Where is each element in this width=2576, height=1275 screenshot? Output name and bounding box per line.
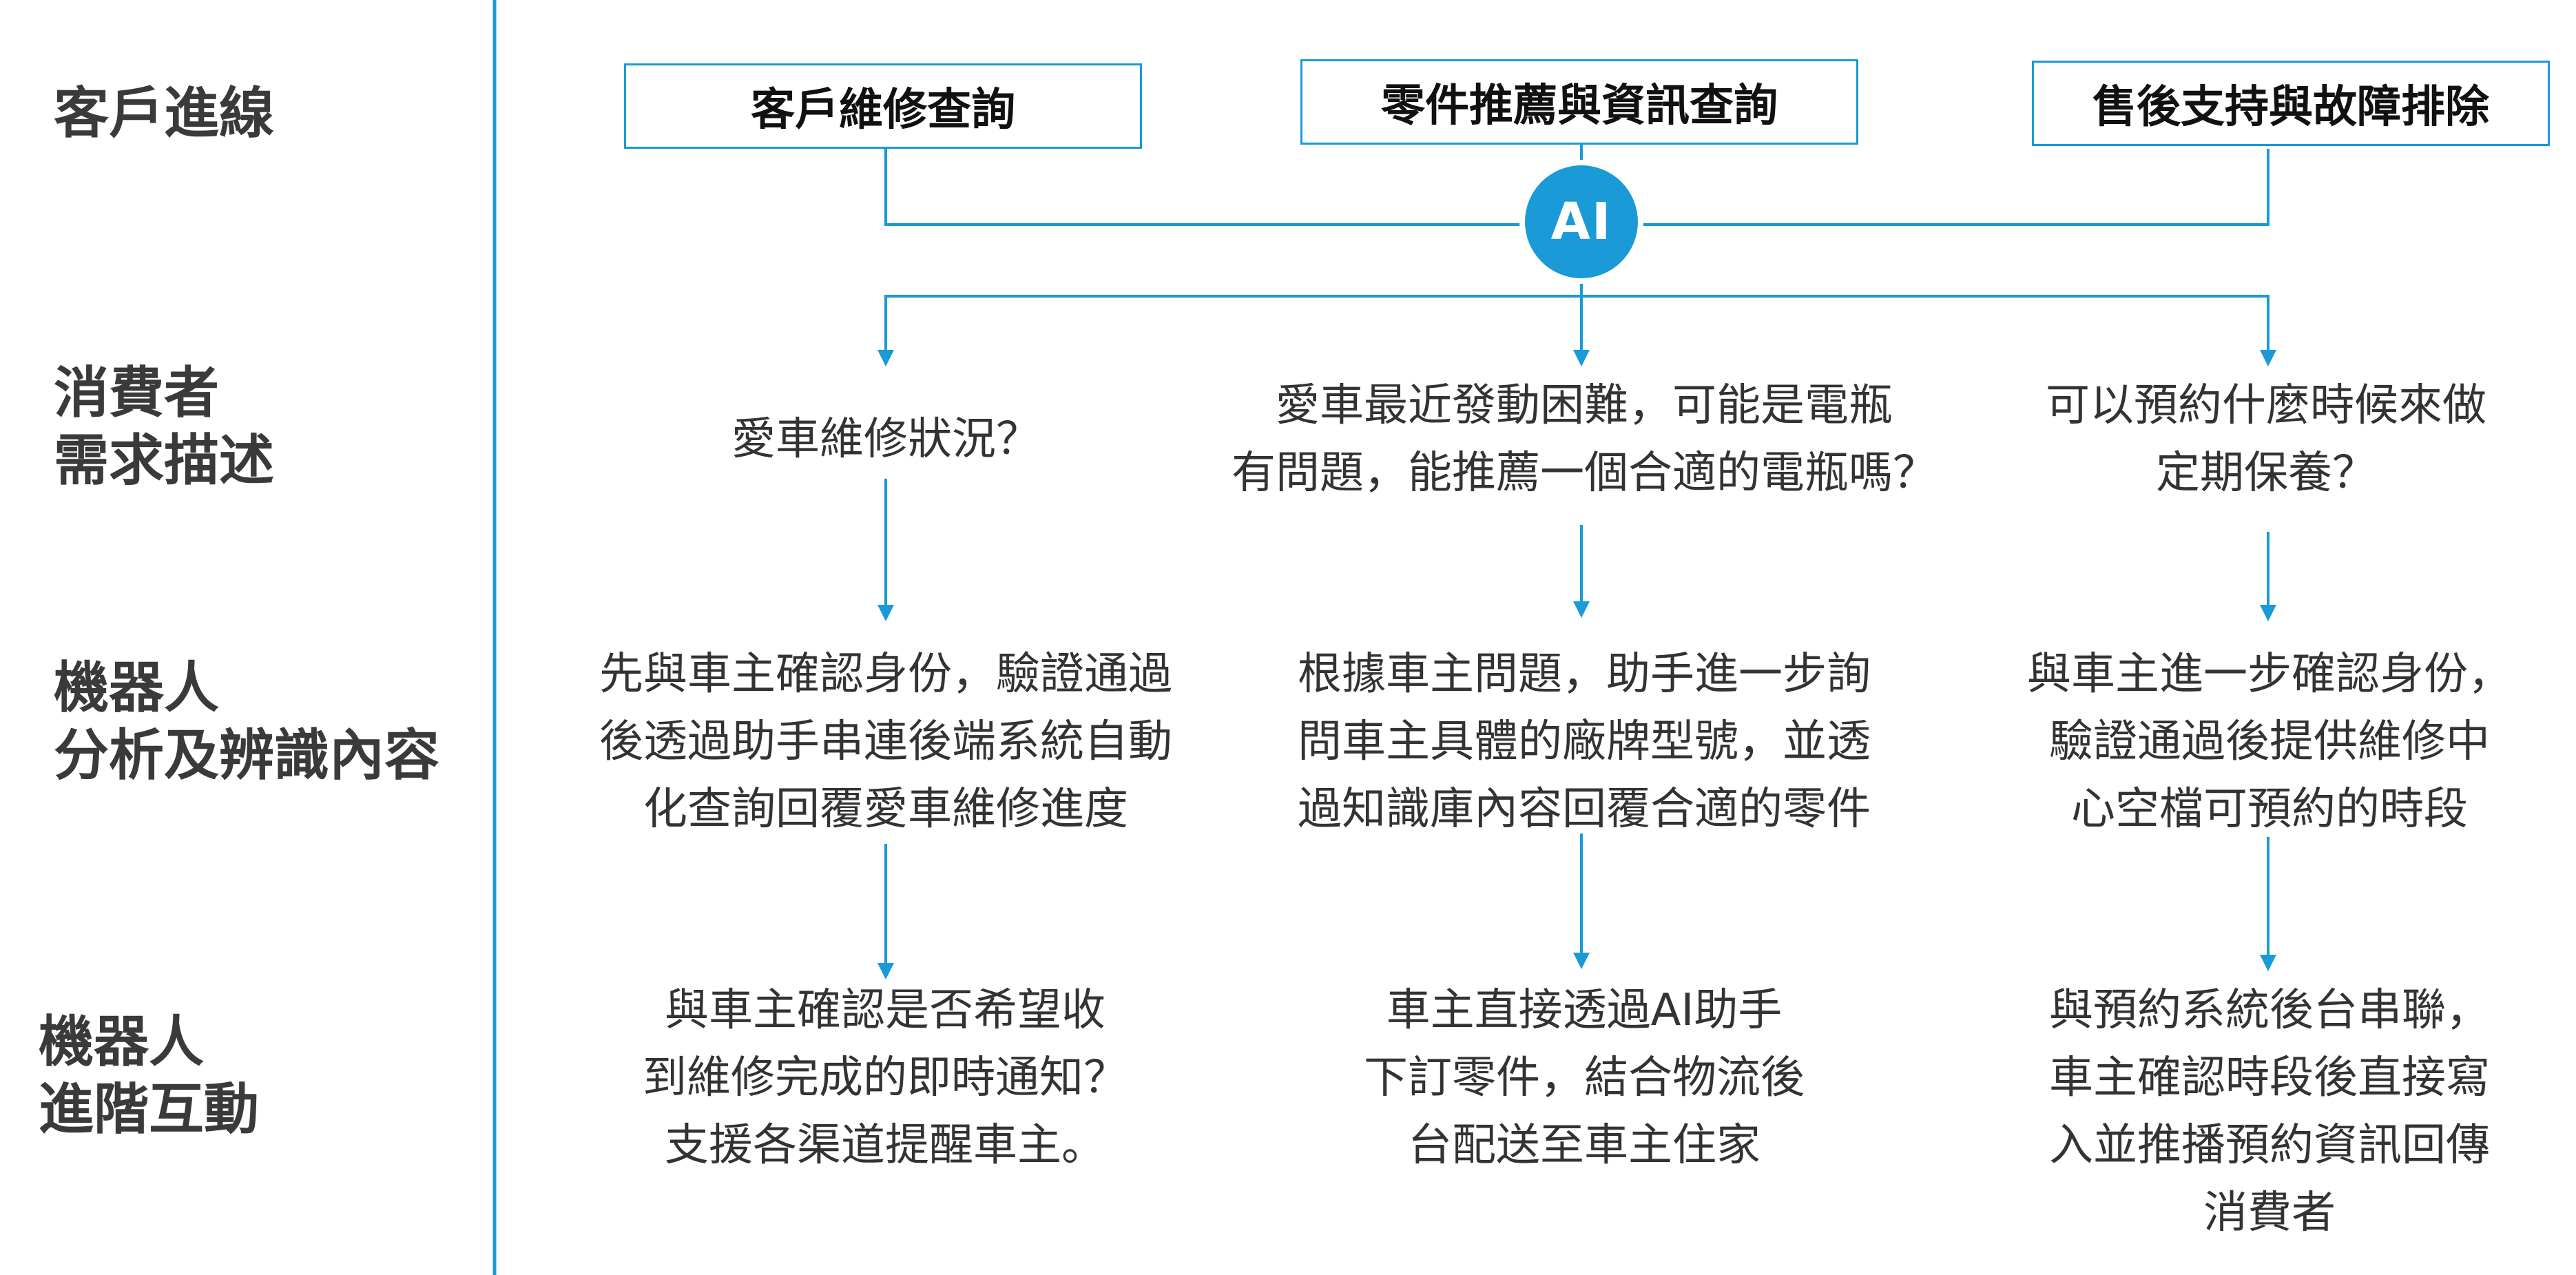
- box-parts-recommendation: 零件推薦與資訊查詢: [1300, 59, 1858, 145]
- box-after-sales-support: 售後支持與故障排除: [2032, 61, 2550, 146]
- col1-advanced-text: 與車主確認是否希望收到維修完成的即時通知？支援各渠道提醒車主。: [643, 985, 1128, 1171]
- row-label-consumer-needs: 消費者需求描述: [54, 361, 274, 493]
- ai-badge-icon: AI: [1525, 165, 1638, 278]
- col2-analysis-text: 根據車主問題，助手進一步詢問車主具體的廠牌型號，並透過知識庫內容回覆合適的零件: [1298, 649, 1871, 835]
- row-label-bot-advanced: 機器人進階互動: [39, 1010, 259, 1141]
- row-label-bot-analysis: 機器人分析及辨識內容: [54, 656, 439, 787]
- col3-analysis-text: 與車主進一步確認身份，驗證通過後提供維修中心空檔可預約的時段: [2027, 649, 2512, 835]
- col3-advanced-text: 與預約系統後台串聯，車主確認時段後直接寫入並推播預約資訊回傳消費者: [2049, 985, 2490, 1238]
- col3-need-text: 可以預約什麼時候來做定期保養？: [2046, 380, 2486, 499]
- col2-advanced-text: 車主直接透過AI助手下訂零件，結合物流後台配送至車主住家: [1364, 985, 1805, 1171]
- col2-need-text: 愛車最近發動困難，可能是電瓶有問題，能推薦一個合適的電瓶嗎？: [1232, 380, 1937, 499]
- col1-analysis-text: 先與車主確認身份，驗證通過後透過助手串連後端系統自動化查詢回覆愛車維修進度: [599, 649, 1172, 835]
- col1-need-text: 愛車維修狀況？: [731, 414, 1040, 465]
- box-repair-query: 客戶維修查詢: [624, 63, 1142, 149]
- row-label-customer-inbound: 客戶進線: [54, 81, 274, 145]
- split-line: [884, 295, 2276, 366]
